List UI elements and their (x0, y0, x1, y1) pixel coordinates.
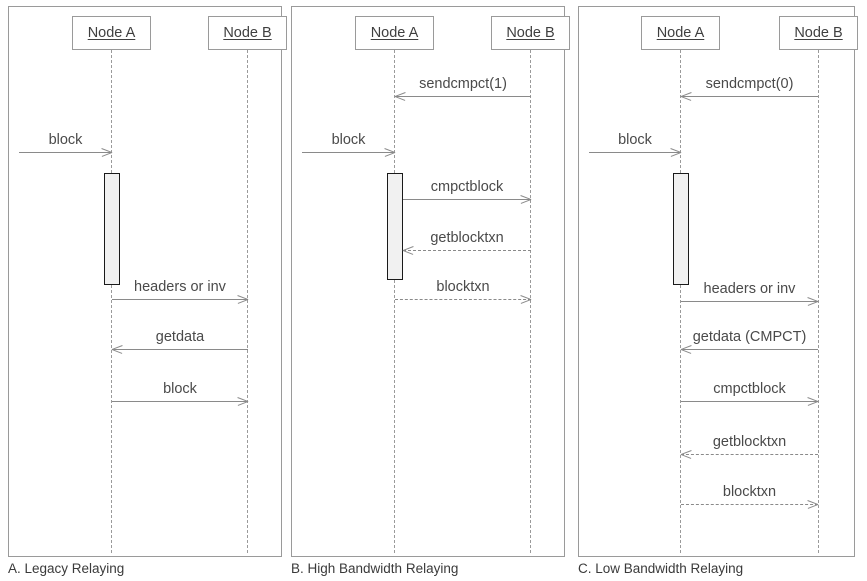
panel-c-lifeline-head-node-a: Node A (641, 16, 720, 50)
panel-c: Node A Node B sendcmpct(0) block heade (578, 6, 858, 557)
message-line (112, 401, 248, 402)
panel-b-node-a-label: Node A (370, 25, 419, 41)
message-label: blocktxn (722, 484, 777, 501)
message-label: block (331, 132, 366, 149)
message-label: block (163, 381, 197, 398)
message-line (302, 152, 395, 153)
panel-b-lifeline-head-node-b: Node B (491, 16, 570, 50)
panel-c-node-b-label: Node B (794, 25, 843, 41)
panel-a-lifeline-node-b (247, 50, 248, 553)
message-label: getdata (155, 329, 205, 346)
message-label: getblocktxn (712, 434, 787, 451)
panel-b-lifeline-node-b (530, 50, 531, 553)
message-label: block (48, 132, 83, 149)
message-label: headers or inv (703, 281, 796, 298)
panel-a-node-a-label: Node A (87, 25, 136, 41)
message-line (681, 349, 818, 350)
panel-b-caption: B. High Bandwidth Relaying (291, 561, 459, 576)
message-label: getdata (CMPCT) (692, 329, 807, 346)
panel-b-lifeline-node-a (394, 50, 395, 553)
panel-a: Node A Node B block headers or inv get (8, 6, 287, 557)
panel-b-lifeline-head-node-a: Node A (355, 16, 434, 50)
panel-c-lifeline-head-node-b: Node B (779, 16, 858, 50)
message-line (112, 299, 248, 300)
panel-a-lifeline-head-node-a: Node A (72, 16, 151, 50)
message-label: block (618, 132, 652, 149)
panel-a-lifeline-head-node-b: Node B (208, 16, 287, 50)
message-line (681, 504, 818, 505)
message-line (112, 349, 248, 350)
message-label: headers or inv (134, 279, 226, 296)
panel-b-activation-node-a (387, 173, 403, 280)
message-line (681, 301, 818, 302)
message-line (395, 299, 531, 300)
panel-a-node-b-label: Node B (223, 25, 272, 41)
panel-c-caption: C. Low Bandwidth Relaying (578, 561, 744, 576)
panel-c-lifeline-node-b (818, 50, 819, 553)
panel-a-caption: A. Legacy Relaying (8, 561, 125, 576)
message-label: sendcmpct(1) (419, 76, 507, 93)
panel-c-activation-node-a (673, 173, 689, 285)
message-line (403, 199, 531, 200)
panel-c-node-a-label: Node A (656, 25, 705, 41)
panel-b-node-b-label: Node B (506, 25, 555, 41)
panel-c-lifeline-node-a (680, 50, 681, 553)
message-line (589, 152, 681, 153)
message-line (19, 152, 112, 153)
message-line (681, 96, 818, 97)
panel-a-lifeline-node-a (111, 50, 112, 553)
message-label: cmpctblock (713, 381, 786, 398)
panel-a-activation-node-a (104, 173, 120, 285)
message-line (681, 401, 818, 402)
message-label: sendcmpct(0) (705, 76, 794, 93)
message-line (681, 454, 818, 455)
message-label: getblocktxn (430, 230, 504, 247)
message-line (403, 250, 531, 251)
panel-b: Node A Node B sendcmpct(1) block cmpct (291, 6, 570, 557)
message-label: blocktxn (436, 279, 490, 296)
message-label: cmpctblock (430, 179, 504, 196)
message-line (395, 96, 531, 97)
